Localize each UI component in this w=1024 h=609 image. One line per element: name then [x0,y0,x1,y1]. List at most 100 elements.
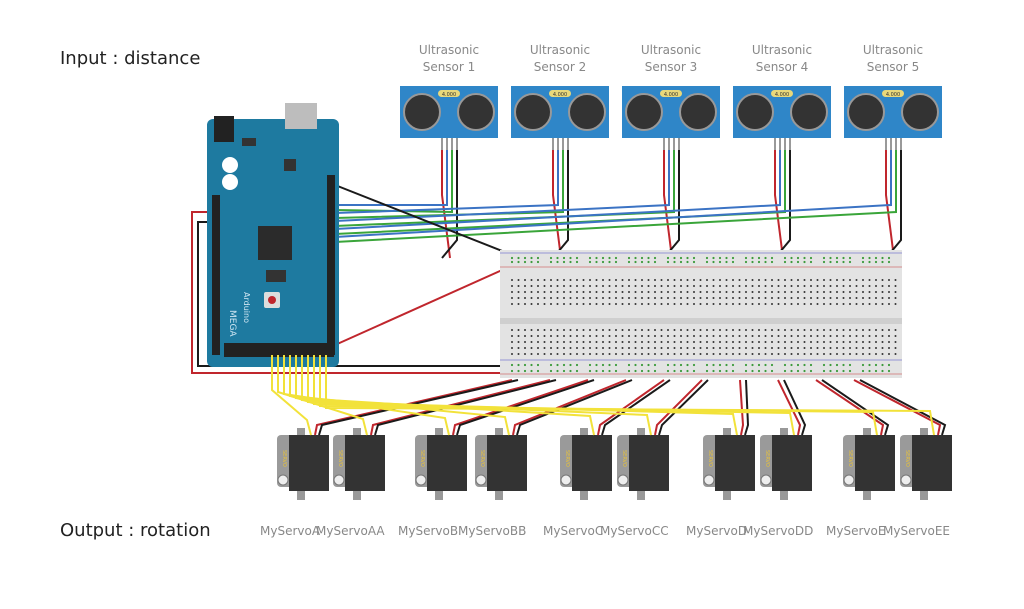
breadboard-rail-hole [588,369,592,373]
breadboard-rail-hole [829,363,832,367]
breadboard-hole [803,291,806,293]
breadboard-hole [576,285,578,287]
breadboard-hole [771,347,773,349]
breadboard-hole [758,279,760,281]
breadboard-hole [888,341,890,343]
breadboard-hole [524,341,526,343]
breadboard-hole [855,353,858,355]
breadboard-hole [647,297,650,299]
breadboard [500,250,902,378]
servo-body [912,435,952,491]
breadboard-rail-hole [809,260,813,264]
breadboard-hole [667,285,669,287]
breadboard-rail-hole [686,260,689,264]
breadboard-rail-hole [770,260,774,264]
breadboard-hole [628,279,630,281]
breadboard-hole [784,353,786,355]
breadboard-hole [628,297,630,299]
breadboard-rail-hole [575,260,579,264]
breadboard-hole [602,353,604,355]
breadboard-rail-hole [523,363,527,367]
transducer-right [901,93,939,131]
breadboard-rail-hole [783,256,787,260]
breadboard-hole [673,297,676,299]
servo-wire-power [512,379,627,436]
breadboard-hole [888,347,890,349]
breadboard-rail-hole [803,260,806,264]
breadboard-hole [842,285,845,287]
breadboard-hole [680,335,682,337]
breadboard-hole [829,303,832,305]
breadboard-hole [537,347,539,349]
breadboard-hole [712,335,715,337]
breadboard-hole [777,347,780,349]
breadboard-rail-hole [517,260,520,264]
breadboard-rail-hole [725,363,728,367]
breadboard-hole [524,291,526,293]
breadboard-rail-hole [731,260,735,264]
wire-gnd [663,150,680,259]
breadboard-hole [810,291,812,293]
breadboard-hole [777,353,780,355]
wire-gnd-main [334,184,521,259]
breadboard-rail-hole [647,363,650,367]
breadboard-hole [576,291,578,293]
sensor-pin [890,138,892,150]
breadboard-hole [647,353,650,355]
breadboard-hole [771,297,773,299]
breadboard-hole [803,335,806,337]
breadboard-hole [751,341,754,343]
breadboard-hole [803,279,806,281]
breadboard-rail-hole [647,256,650,260]
breadboard-hole [654,347,656,349]
breadboard-hole [790,279,793,281]
wire-trig [334,150,892,238]
breadboard-hole [634,303,637,305]
servo-body [572,435,612,491]
breadboard-hole [693,329,695,331]
breadboard-hole [556,285,559,287]
breadboard-hole [758,341,760,343]
breadboard-hole [543,335,546,337]
servo-wire-power [370,379,551,436]
breadboard-hole [517,335,520,337]
servo-motor: SERVO [760,428,812,500]
breadboard-hole [647,347,650,349]
breadboard-hole [764,353,767,355]
breadboard-hole [634,341,637,343]
crystal [549,90,571,97]
breadboard-hole [706,279,708,281]
breadboard-hole [686,291,689,293]
servo-tag: SERVO [479,450,485,467]
breadboard-rail-hole [705,256,709,260]
breadboard-hole [654,329,656,331]
breadboard-hole [836,335,838,337]
breadboard-hole [530,297,533,299]
breadboard-hole [784,347,786,349]
breadboard-hole [849,303,851,305]
breadboard-hole [790,329,793,331]
breadboard-rail-hole [848,363,852,367]
breadboard-hole [836,297,838,299]
breadboard-hole [797,353,799,355]
sensor-pin [779,138,781,150]
breadboard-rail-hole [874,260,878,264]
breadboard-hole [855,335,858,337]
breadboard-hole [777,297,780,299]
servo-body [289,435,329,491]
servo-label: MyServoDD [743,524,814,538]
breadboard-hole [582,279,585,281]
breadboard-hole [758,347,760,349]
breadboard-hole [758,353,760,355]
breadboard-rail-hole [868,260,871,264]
breadboard-hole [738,297,741,299]
breadboard-rail-hole [829,369,832,373]
breadboard-hole [524,297,526,299]
breadboard-hole [582,341,585,343]
breadboard-hole [738,335,741,337]
breadboard-rail-hole [842,363,845,367]
breadboard-hole [569,303,572,305]
breadboard-hole [543,285,546,287]
breadboard-hole [654,285,656,287]
